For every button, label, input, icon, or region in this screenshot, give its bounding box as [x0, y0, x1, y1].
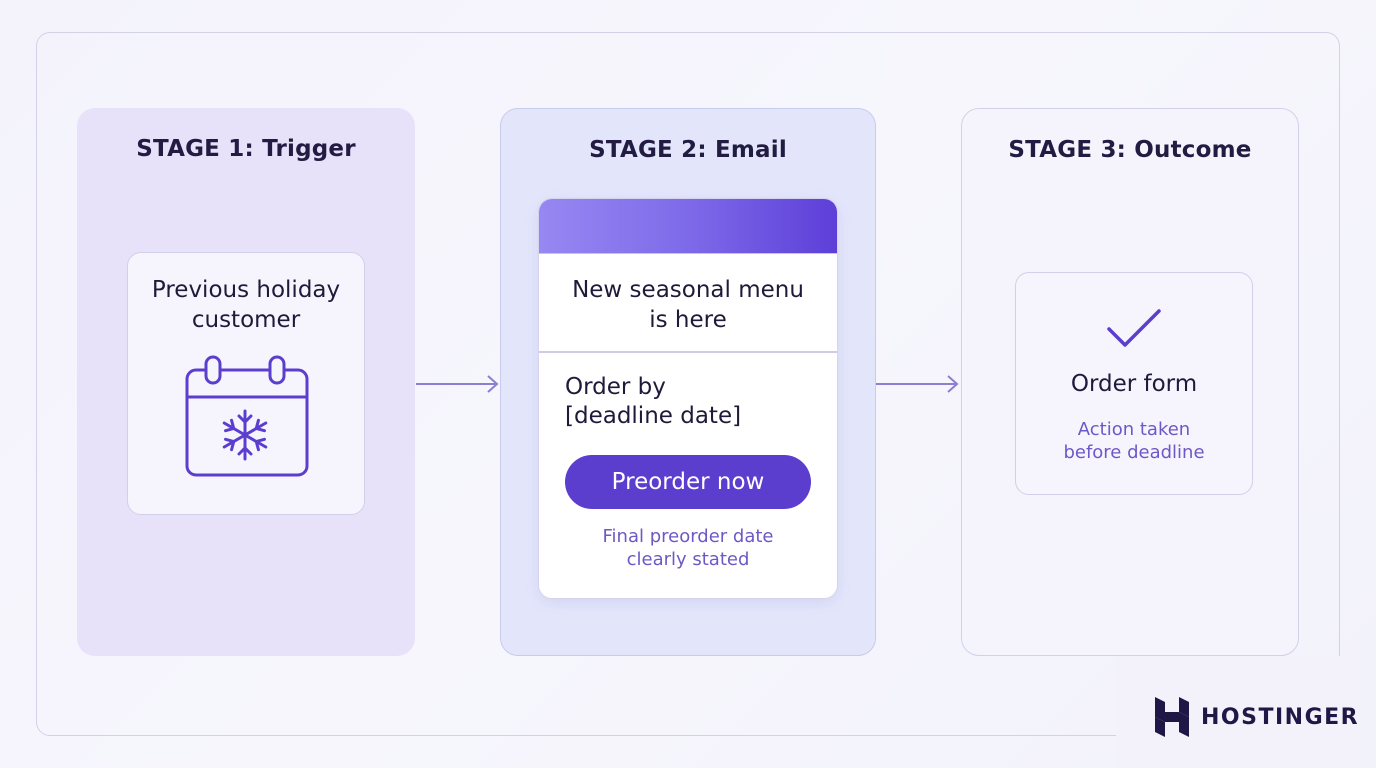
outcome-note: Action taken before deadline	[1016, 418, 1252, 464]
arrow-stage2-to-stage3	[876, 375, 959, 393]
brand-name: HOSTINGER	[1201, 704, 1360, 730]
outcome-note-line1: Action taken	[1077, 419, 1191, 440]
email-subject-line2: is here	[649, 307, 727, 333]
preorder-now-button[interactable]: Preorder now	[565, 455, 811, 509]
email-note-line2: clearly stated	[626, 549, 750, 570]
email-divider	[539, 351, 837, 353]
email-note: Final preorder date clearly stated	[539, 525, 837, 571]
email-body-line2: [deadline date]	[565, 403, 742, 429]
outcome-card: Order form Action taken before deadline	[1015, 272, 1253, 495]
calendar-snowflake-icon	[185, 355, 309, 477]
email-body-text: Order by [deadline date]	[565, 373, 741, 431]
outer-frame	[36, 32, 1340, 736]
email-subject: New seasonal menu is here	[539, 275, 837, 335]
trigger-text-line1: Previous holiday	[151, 277, 341, 303]
hostinger-logo: HOSTINGER	[1155, 697, 1359, 737]
trigger-text: Previous holiday customer	[128, 275, 364, 335]
hostinger-h-icon	[1155, 697, 1189, 737]
outcome-note-line2: before deadline	[1063, 442, 1205, 463]
stage-1-title: STAGE 1: Trigger	[136, 136, 356, 162]
email-header-bar	[539, 199, 837, 254]
outcome-title: Order form	[1070, 371, 1198, 397]
stage-3-title: STAGE 3: Outcome	[1008, 137, 1252, 163]
trigger-card: Previous holiday customer	[127, 252, 365, 515]
email-note-line1: Final preorder date	[602, 526, 774, 547]
trigger-text-line2: customer	[191, 307, 301, 333]
email-preview-card: New seasonal menu is here Order by [dead…	[538, 198, 838, 599]
stage-2-title: STAGE 2: Email	[589, 137, 787, 163]
email-body-line1: Order by	[565, 374, 666, 400]
checkmark-icon	[1107, 309, 1161, 347]
arrow-stage1-to-stage2	[416, 375, 499, 393]
email-subject-line1: New seasonal menu	[572, 277, 804, 303]
